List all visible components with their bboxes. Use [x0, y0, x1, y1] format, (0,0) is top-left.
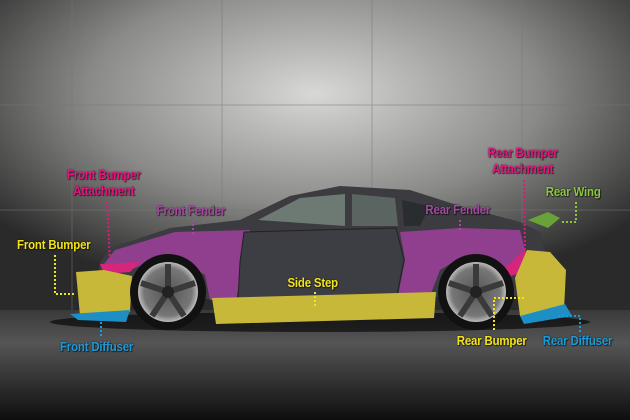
label-front-bumper: Front Bumper	[17, 237, 91, 252]
label-front-diffuser: Front Diffuser	[59, 339, 134, 354]
front-diffuser-shape	[70, 310, 130, 322]
rear-wheel	[438, 254, 514, 330]
rear-diffuser-shape	[520, 304, 572, 324]
label-line-1: Rear Bumper	[487, 145, 558, 160]
front-wheel	[130, 254, 206, 330]
label-rear-wing: Rear Wing	[545, 184, 601, 199]
side-step-shape	[212, 292, 436, 324]
label-front-fender: Front Fender	[156, 203, 226, 218]
label-line-1: Front Bumper	[67, 167, 141, 182]
leader-lines	[54, 179, 581, 338]
rear-bumper-shape	[515, 250, 566, 316]
label-rear-bumper-attachment: Rear Bumper Attachment	[488, 145, 558, 177]
front-bumper-attachment-shape	[100, 262, 140, 274]
label-rear-diffuser: Rear Diffuser	[542, 333, 613, 348]
label-side-step: Side Step	[287, 275, 338, 290]
label-front-bumper-attachment: Front Bumper Attachment	[67, 167, 141, 199]
label-line-2: Attachment	[492, 161, 554, 176]
rear-wing-shape	[528, 212, 560, 228]
label-line-2: Attachment	[73, 183, 135, 198]
front-bumper-shape	[76, 270, 132, 316]
front-fender-shape	[104, 230, 250, 300]
rear-fender-shape	[398, 228, 528, 296]
label-rear-fender: Rear Fender	[425, 202, 491, 217]
label-rear-bumper: Rear Bumper	[456, 333, 527, 348]
